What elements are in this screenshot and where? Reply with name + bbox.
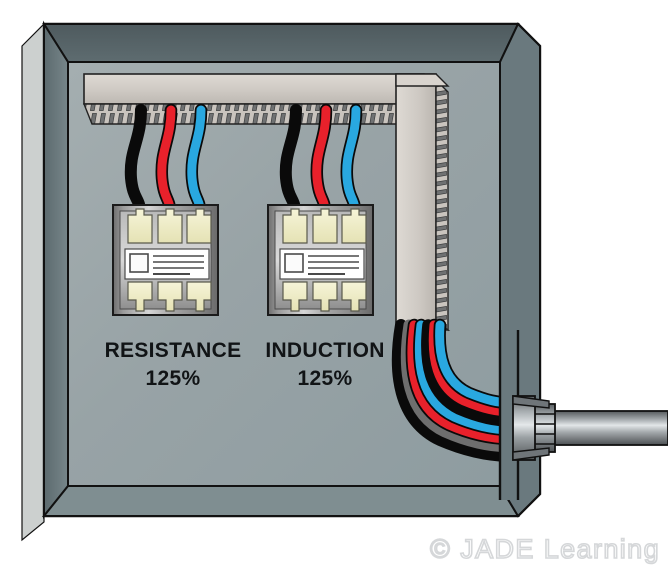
terminal-pad (186, 208, 212, 244)
terminal-pad (186, 281, 212, 312)
terminal-pad (127, 208, 153, 244)
terminal-pad (282, 208, 308, 244)
box-inner-top-wall (42, 23, 520, 63)
box-inner-bottom-wall (41, 485, 520, 517)
terminal-pad (341, 208, 367, 244)
wire-black-right (279, 104, 302, 218)
label-right-device-name: INDUCTION (265, 339, 384, 362)
device-labels: RESISTANCE 125% INDUCTION 125% (105, 339, 385, 390)
wire-red-left-core (157, 105, 176, 217)
relay-right-label-lines (308, 255, 359, 275)
duct-vertical-body (395, 73, 437, 323)
relay-feed-wires (124, 103, 363, 219)
wire-blue-right-core (342, 105, 361, 217)
bundle-red-lower (407, 320, 517, 444)
label-left-device-name: RESISTANCE (105, 339, 242, 362)
terminal-pad (312, 281, 338, 312)
conduit-locknut (512, 395, 536, 461)
relay-right-top-terminals (282, 208, 367, 244)
terminal-pad (282, 281, 308, 312)
conduit-hub (532, 403, 556, 453)
bundle-black-outer (391, 319, 518, 462)
box-outer-left-flange (21, 22, 45, 542)
relay-right-label-square (284, 253, 304, 273)
box-inner-left-wall (43, 20, 69, 519)
duct-vertical-slots (435, 78, 449, 332)
duct-horizontal-body (83, 73, 425, 105)
relay-left[interactable] (112, 204, 219, 316)
relay-left-label-square (129, 253, 149, 273)
label-right-device-rating: 125% (298, 367, 353, 390)
load-cable-bundle (391, 318, 519, 462)
wire-black-left (124, 104, 147, 218)
terminal-pad (341, 281, 367, 312)
bundle-blue-upper (435, 320, 517, 408)
conduit-locknut-teeth (535, 413, 555, 445)
conduit-tab-top (512, 395, 550, 409)
terminal-pad (127, 281, 153, 312)
duct-corner-cap (395, 73, 450, 87)
relay-right-bottom-terminals (282, 281, 367, 312)
relay-left-bottom-terminals (127, 281, 212, 312)
conduit-assembly (512, 395, 668, 461)
label-left-device-rating: 125% (146, 367, 201, 390)
relay-left-label-lines (153, 255, 204, 275)
relay-left-top-terminals (127, 208, 212, 244)
conduit-tab-bottom (512, 447, 550, 461)
wire-blue-left-core (187, 105, 206, 217)
bundle-red-upper (428, 320, 517, 417)
relay-right[interactable] (267, 204, 374, 316)
bundle-black-inner (421, 319, 518, 427)
terminal-pad (312, 208, 338, 244)
terminal-pad (157, 281, 183, 312)
watermark-text: © JADE Learning (430, 534, 660, 564)
wire-red-right-core (312, 105, 331, 217)
conduit-pipe (551, 410, 668, 446)
bundle-blue-lower (414, 320, 517, 435)
terminal-pad (157, 208, 183, 244)
